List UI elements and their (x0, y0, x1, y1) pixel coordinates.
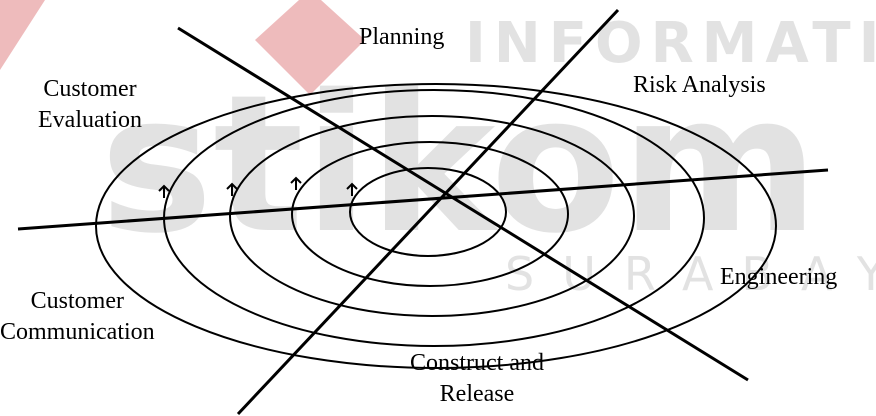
watermark-logo-diamond-left (0, 0, 45, 70)
axis-line-horizontal (17, 168, 829, 231)
spiral-loop-2 (291, 141, 569, 287)
spiral-loops (95, 83, 777, 369)
arrow-icon (226, 182, 238, 196)
axis-line-diagonal-descending (177, 26, 749, 382)
label-planning: Planning (359, 22, 444, 53)
label-construct-release-line1: Construct and (410, 350, 544, 376)
watermark-logo-diamond-right (255, 0, 365, 95)
spiral-loop-5 (95, 83, 777, 369)
label-customer-evaluation-line1: Customer (43, 76, 137, 102)
spiral-loop-1 (349, 167, 507, 257)
arrow-icon (346, 182, 358, 196)
label-risk-analysis-text: Risk Analysis (633, 72, 766, 98)
axis-line-diagonal-ascending (236, 8, 620, 416)
watermark-city-text: SURABAYA (505, 247, 876, 301)
watermark: stikom INFORMATIK SURABAYA (0, 0, 876, 301)
label-engineering-text: Engineering (720, 264, 838, 290)
label-customer-communication-line2: Communication (0, 319, 155, 345)
label-risk-analysis: Risk Analysis (633, 70, 766, 101)
label-planning-text: Planning (359, 24, 445, 50)
arrow-icon (290, 176, 302, 190)
spiral-loop-3 (229, 115, 635, 317)
axis-lines (17, 8, 829, 416)
label-customer-communication-line1: Customer (30, 288, 124, 314)
label-construct-release: Construct and Release (410, 348, 544, 410)
label-construct-release-line2: Release (439, 381, 515, 407)
label-engineering: Engineering (720, 262, 837, 293)
arrow-icon (158, 184, 170, 198)
watermark-institution-text: INFORMATIK (465, 11, 876, 76)
label-customer-communication: Customer Communication (0, 286, 155, 348)
spiral-arrows (158, 176, 358, 198)
label-customer-evaluation-line2: Evaluation (38, 107, 142, 133)
label-customer-evaluation: Customer Evaluation (38, 74, 142, 136)
